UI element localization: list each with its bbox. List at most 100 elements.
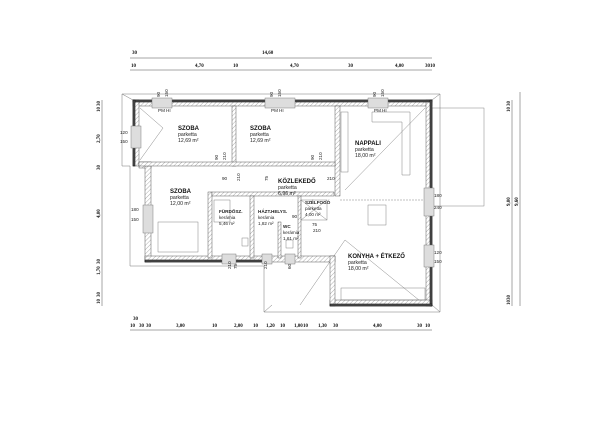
window: [130, 125, 142, 149]
opening-dimension: 150: [434, 259, 442, 264]
opening-dimension: 210: [236, 173, 241, 181]
dimension-label: 30: [133, 317, 139, 322]
dimension-label: 10: [303, 324, 309, 329]
room-name: SZOBA: [250, 126, 272, 132]
dimension-label: 30: [507, 101, 512, 107]
opening-dimension: 150: [120, 139, 128, 144]
window: [151, 97, 173, 109]
shower: [213, 199, 231, 223]
dimension-total: 14,60: [262, 51, 274, 56]
dimension-label: 2,00: [234, 324, 243, 329]
dimension-label: 30: [507, 295, 512, 301]
window-mark: PM: [158, 108, 165, 113]
room-floor: kerámia: [219, 215, 236, 220]
dimension-label: 1,20: [266, 324, 275, 329]
opening-dimension: 180: [434, 193, 442, 198]
terrace-door: [423, 187, 435, 217]
room-floor: kerámia: [283, 230, 300, 235]
dimension-label: 30: [97, 165, 102, 171]
room-floor: kerámia: [258, 215, 275, 220]
dimension-label: 10: [425, 324, 431, 329]
dimension-label: 1,00: [294, 324, 303, 329]
opening-dimension: 150: [277, 89, 282, 97]
opening-dimension: 90: [269, 91, 274, 97]
room-name: WC: [283, 224, 291, 229]
opening-dimension: 210: [313, 228, 321, 233]
opening-dimension: 90: [372, 91, 377, 97]
opening-dimension: 210: [318, 152, 323, 160]
room-area: 18,00 m²: [355, 153, 376, 159]
room-floor: parketta: [305, 206, 322, 211]
window-mark: PM: [374, 108, 381, 113]
opening-dimension: 90: [310, 154, 315, 160]
room-area: 18,00 m²: [348, 266, 369, 272]
opening-dimension: 90: [292, 214, 298, 219]
window: [261, 253, 273, 265]
opening-dimension: 60: [287, 263, 292, 269]
dimension-label: 10: [253, 324, 259, 329]
dimension-label: 1,30: [318, 324, 327, 329]
opening-dimension: 75: [312, 222, 318, 227]
opening-dimension: 120: [120, 130, 128, 135]
windows: [130, 97, 435, 268]
dimension-label: 9,60: [515, 197, 520, 206]
shelf: [340, 111, 349, 173]
room-area: 1,82 m²: [258, 221, 274, 226]
dimension-label: 30: [146, 324, 152, 329]
wardrobe: [300, 199, 328, 221]
room-area: 1,61 m²: [283, 236, 299, 241]
opening-dimension: 150: [164, 89, 169, 97]
dimension-label: 30: [348, 64, 354, 69]
toilet: [285, 239, 294, 249]
window: [221, 253, 237, 265]
room-floor: parketta: [250, 132, 269, 138]
dimension-label: 10: [233, 64, 239, 69]
window: [423, 244, 435, 268]
dimension-label: 30: [97, 292, 102, 298]
window-mark: HI: [382, 108, 387, 113]
dimension-label: 4,00: [97, 209, 102, 218]
opening-dimension: 75: [233, 263, 238, 269]
dimension-label: 10: [280, 324, 286, 329]
room-name: SZÉLFOGÓ: [305, 198, 331, 205]
dimension-label: 10: [130, 324, 136, 329]
dimension-label: 30: [417, 324, 423, 329]
opening-dimension: 210: [263, 261, 268, 269]
dimension-label: 4,70: [195, 64, 204, 69]
opening-dimension: 210: [222, 152, 227, 160]
dimension-label: 4,00: [395, 64, 404, 69]
room-name: SZOBA: [178, 126, 200, 132]
opening-dimension: 210: [327, 176, 335, 181]
window: [264, 97, 296, 109]
dimension-label: 2,70: [97, 134, 102, 143]
furniture: [157, 111, 426, 301]
room-floor: parketta: [355, 147, 374, 153]
dimension-label: 9,00: [507, 197, 512, 206]
dimension-label: 10: [131, 64, 137, 69]
dimension-label: 1,70: [97, 266, 102, 275]
dimension-label: 4,00: [373, 324, 382, 329]
dimension-label: 30: [132, 51, 138, 56]
room-name: HÁZT.HELYS.: [258, 208, 287, 214]
dimension-label: 30: [333, 324, 339, 329]
room-area: 12,69 m²: [250, 138, 271, 144]
room-area: 5,46 m²: [219, 221, 235, 226]
opening-dimension: 75: [264, 175, 269, 181]
window-mark: HI: [166, 108, 171, 113]
room-area: 4,00 m²: [305, 212, 321, 217]
room-floor: parketta: [178, 132, 197, 138]
opening-dimension: 180: [131, 207, 139, 212]
opening-dimension: 90: [222, 176, 228, 181]
opening-dimension: 210: [227, 261, 232, 269]
room-name: SZOBA: [170, 189, 192, 195]
opening-dimension: 150: [131, 217, 139, 222]
room-name: KONYHA + ÉTKEZŐ: [348, 252, 405, 260]
dimension-label: 10: [507, 300, 512, 306]
dimension-label: 10: [97, 299, 102, 305]
dimension-label: 4,70: [290, 64, 299, 69]
dimension-label: 30: [97, 101, 102, 107]
window: [142, 204, 154, 234]
